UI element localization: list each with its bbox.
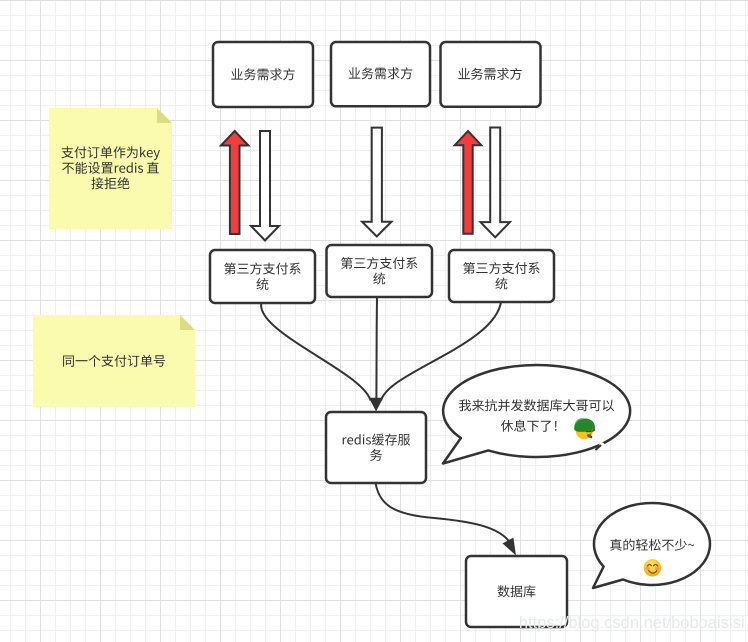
svg-text:https://blog.csdn.net/boboaisi: https://blog.csdn.net/boboaisisi — [519, 614, 745, 632]
